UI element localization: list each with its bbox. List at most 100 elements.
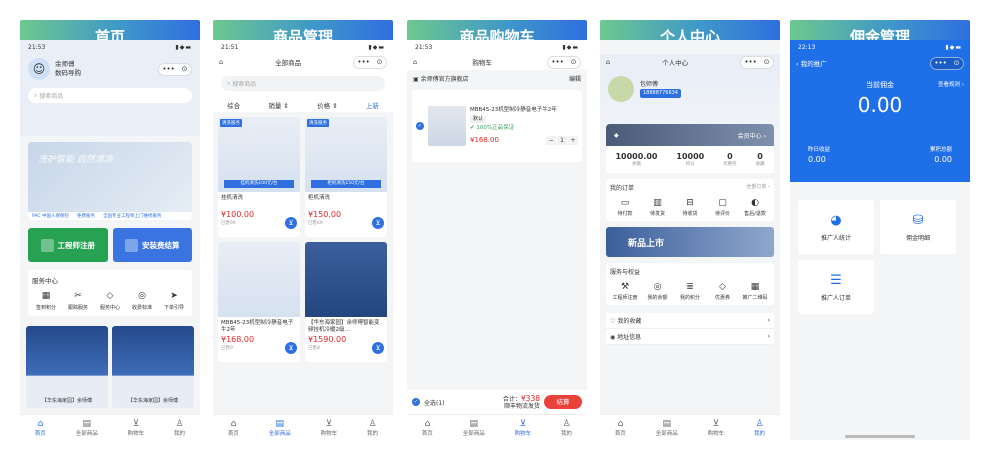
user-icon: ♙ [562, 418, 571, 429]
tab-goods[interactable]: ▤全部商品 [462, 418, 485, 437]
new-arrival-banner[interactable]: 新品上市 [606, 227, 774, 257]
install-fee-button[interactable]: 安装费结算 [112, 228, 192, 262]
grid-icon: ▤ [469, 418, 479, 429]
home-banner[interactable]: 洗护智能 自然清凉 PAC 中国人保保险 免费服务 全国专业工程师上门维修服务 [28, 142, 192, 220]
edit-button[interactable]: 编辑 [568, 76, 581, 83]
add-cart-icon[interactable]: ⊻ [372, 217, 384, 229]
more-icon[interactable]: ••• [744, 58, 757, 66]
add-cart-icon[interactable]: ⊻ [285, 342, 297, 354]
rules-link[interactable]: 查看规则 › [938, 82, 964, 88]
engineer-register-button[interactable]: 工程师注册 [28, 228, 108, 262]
list-item-favorites[interactable]: ♡ 我的收藏› [606, 313, 774, 329]
close-icon[interactable]: ⊙ [763, 58, 770, 66]
tab-home[interactable]: ⌂首页 [421, 418, 433, 437]
tab-goods[interactable]: ▤全部商品 [268, 418, 291, 437]
product-card[interactable]: 【华东海家园】余师傅 [112, 326, 194, 408]
close-icon[interactable]: ⊙ [181, 65, 188, 73]
tab-cart[interactable]: ⊻购物车 [127, 418, 145, 437]
more-icon[interactable]: ••• [934, 59, 947, 67]
tab-home[interactable]: ⌂首页 [614, 418, 626, 437]
mini-capsule[interactable]: ••• ⊙ [739, 55, 774, 69]
mini-capsule[interactable]: ••• ⊙ [352, 55, 387, 69]
item-checkbox[interactable]: ✓ [416, 122, 424, 130]
more-icon[interactable]: ••• [357, 58, 370, 66]
promoter-orders-card[interactable]: ☰推广人订单 [798, 260, 874, 314]
close-icon[interactable]: ⊙ [570, 58, 577, 66]
product-card[interactable]: 【华东海家园】余师傅 [26, 326, 108, 408]
mini-capsule[interactable]: ••• ⊙ [546, 55, 581, 69]
tab-mine[interactable]: ♙我的 [174, 418, 186, 437]
home-icon[interactable]: ⌂ [413, 58, 418, 66]
select-all-label[interactable]: 全选(1) [424, 399, 445, 407]
order-pending-ship[interactable]: ▥待发货 [649, 198, 665, 217]
cart-item-spec[interactable]: 默认 [470, 116, 487, 123]
all-orders-link[interactable]: 全部订单 › [746, 184, 770, 190]
commission-detail-card[interactable]: ⛁佣金明细 [880, 200, 956, 254]
tab-home[interactable]: ⌂首页 [34, 418, 46, 437]
service-item[interactable]: ▦签到积分 [35, 291, 56, 311]
quantity-value[interactable]: 1 [557, 136, 567, 145]
more-icon[interactable]: ••• [162, 65, 175, 73]
tab-mine[interactable]: ♙我的 [754, 418, 766, 437]
order-refund[interactable]: ◐售后/退款 [744, 198, 766, 217]
avatar[interactable] [608, 76, 634, 102]
service-item[interactable]: ✂跟踪服务 [67, 291, 88, 311]
tab-goods[interactable]: ▤全部商品 [75, 418, 98, 437]
tab-cart[interactable]: ⊻购物车 [514, 418, 532, 437]
goods-card[interactable]: MBB45-23机型制冷静音电子牛2年 ¥168.00 已售9 ⊻ [218, 242, 300, 362]
more-icon[interactable]: ••• [551, 58, 564, 66]
goods-card[interactable]: 清洗服务柜机清洗150元/台 柜机清洗 ¥150.00 已售69 ⊻ [305, 117, 387, 237]
mini-capsule[interactable]: ••• ⊙ [930, 56, 964, 70]
order-pending-review[interactable]: ▢待评价 [714, 198, 730, 217]
sort-default[interactable]: 综合 [227, 101, 241, 110]
home-icon[interactable]: ⌂ [219, 58, 224, 66]
search-input[interactable]: ⌕ 搜索商品 [28, 88, 192, 103]
service-item[interactable]: ◎收费标准 [131, 291, 152, 311]
minus-button[interactable]: − [546, 136, 556, 145]
service-balance[interactable]: ◎我的余额 [647, 282, 668, 301]
sort-price[interactable]: 价格 ⇕ [317, 101, 338, 110]
cart-thumb[interactable] [428, 106, 466, 146]
promoter-stats-card[interactable]: ◕推广人统计 [798, 200, 874, 254]
back-button[interactable]: ‹ 我的推广 [796, 60, 827, 68]
add-cart-icon[interactable]: ⊻ [285, 217, 297, 229]
avatar[interactable]: ☺ [28, 58, 50, 80]
tab-cart[interactable]: ⊻购物车 [707, 418, 725, 437]
tab-goods[interactable]: ▤全部商品 [655, 418, 678, 437]
list-item-address[interactable]: ◉ 地址信息› [606, 329, 774, 345]
shop-name[interactable]: ▣ 余师傅官方旗舰店 [413, 76, 469, 83]
plus-button[interactable]: + [568, 136, 578, 145]
select-all-checkbox[interactable]: ✓ [412, 398, 420, 406]
service-item[interactable]: ◇服务中心 [99, 291, 120, 311]
service-item[interactable]: ➤下单引导 [163, 291, 184, 311]
vip-card[interactable]: ◆ 会员中心 › [606, 124, 774, 146]
close-icon[interactable]: ⊙ [953, 59, 960, 67]
comment-icon: ▢ [718, 198, 727, 208]
service-qrcode[interactable]: ▦推广二维码 [742, 282, 768, 301]
tab-mine[interactable]: ♙我的 [367, 418, 379, 437]
home-icon[interactable]: ⌂ [606, 58, 611, 66]
service-coupons[interactable]: ◇优惠券 [714, 282, 730, 301]
tab-cart[interactable]: ⊻购物车 [320, 418, 338, 437]
service-engineer[interactable]: ⚒工程师注册 [612, 282, 638, 301]
tab-mine[interactable]: ♙我的 [561, 418, 573, 437]
goods-card[interactable]: 清洗服务挂机清洗100元/台 挂机清洗 ¥100.00 已售99 ⊻ [218, 117, 300, 237]
mini-capsule[interactable]: ••• ⊙ [158, 62, 192, 76]
sort-sales[interactable]: 销量 ⇕ [268, 101, 289, 110]
tab-home[interactable]: ⌂首页 [227, 418, 239, 437]
diamond-icon: ◇ [106, 291, 114, 301]
sort-new[interactable]: 上新 [365, 101, 379, 110]
status-icons: ▮◆▬ [175, 43, 192, 51]
order-pending-receive[interactable]: ⊟待收货 [682, 198, 698, 217]
search-input[interactable]: ⌕ 搜索商品 [221, 76, 385, 91]
add-cart-icon[interactable]: ⊻ [372, 342, 384, 354]
service-points[interactable]: ≣我的积分 [679, 282, 700, 301]
order-pending-pay[interactable]: ▭待付款 [617, 198, 633, 217]
settle-button[interactable]: 结算 [544, 395, 582, 409]
close-icon[interactable]: ⊙ [376, 58, 383, 66]
goods-card[interactable]: 【华东海家园】余师傅智能变频挂机冷暖2级… ¥1590.00 已售8 ⊻ [305, 242, 387, 362]
